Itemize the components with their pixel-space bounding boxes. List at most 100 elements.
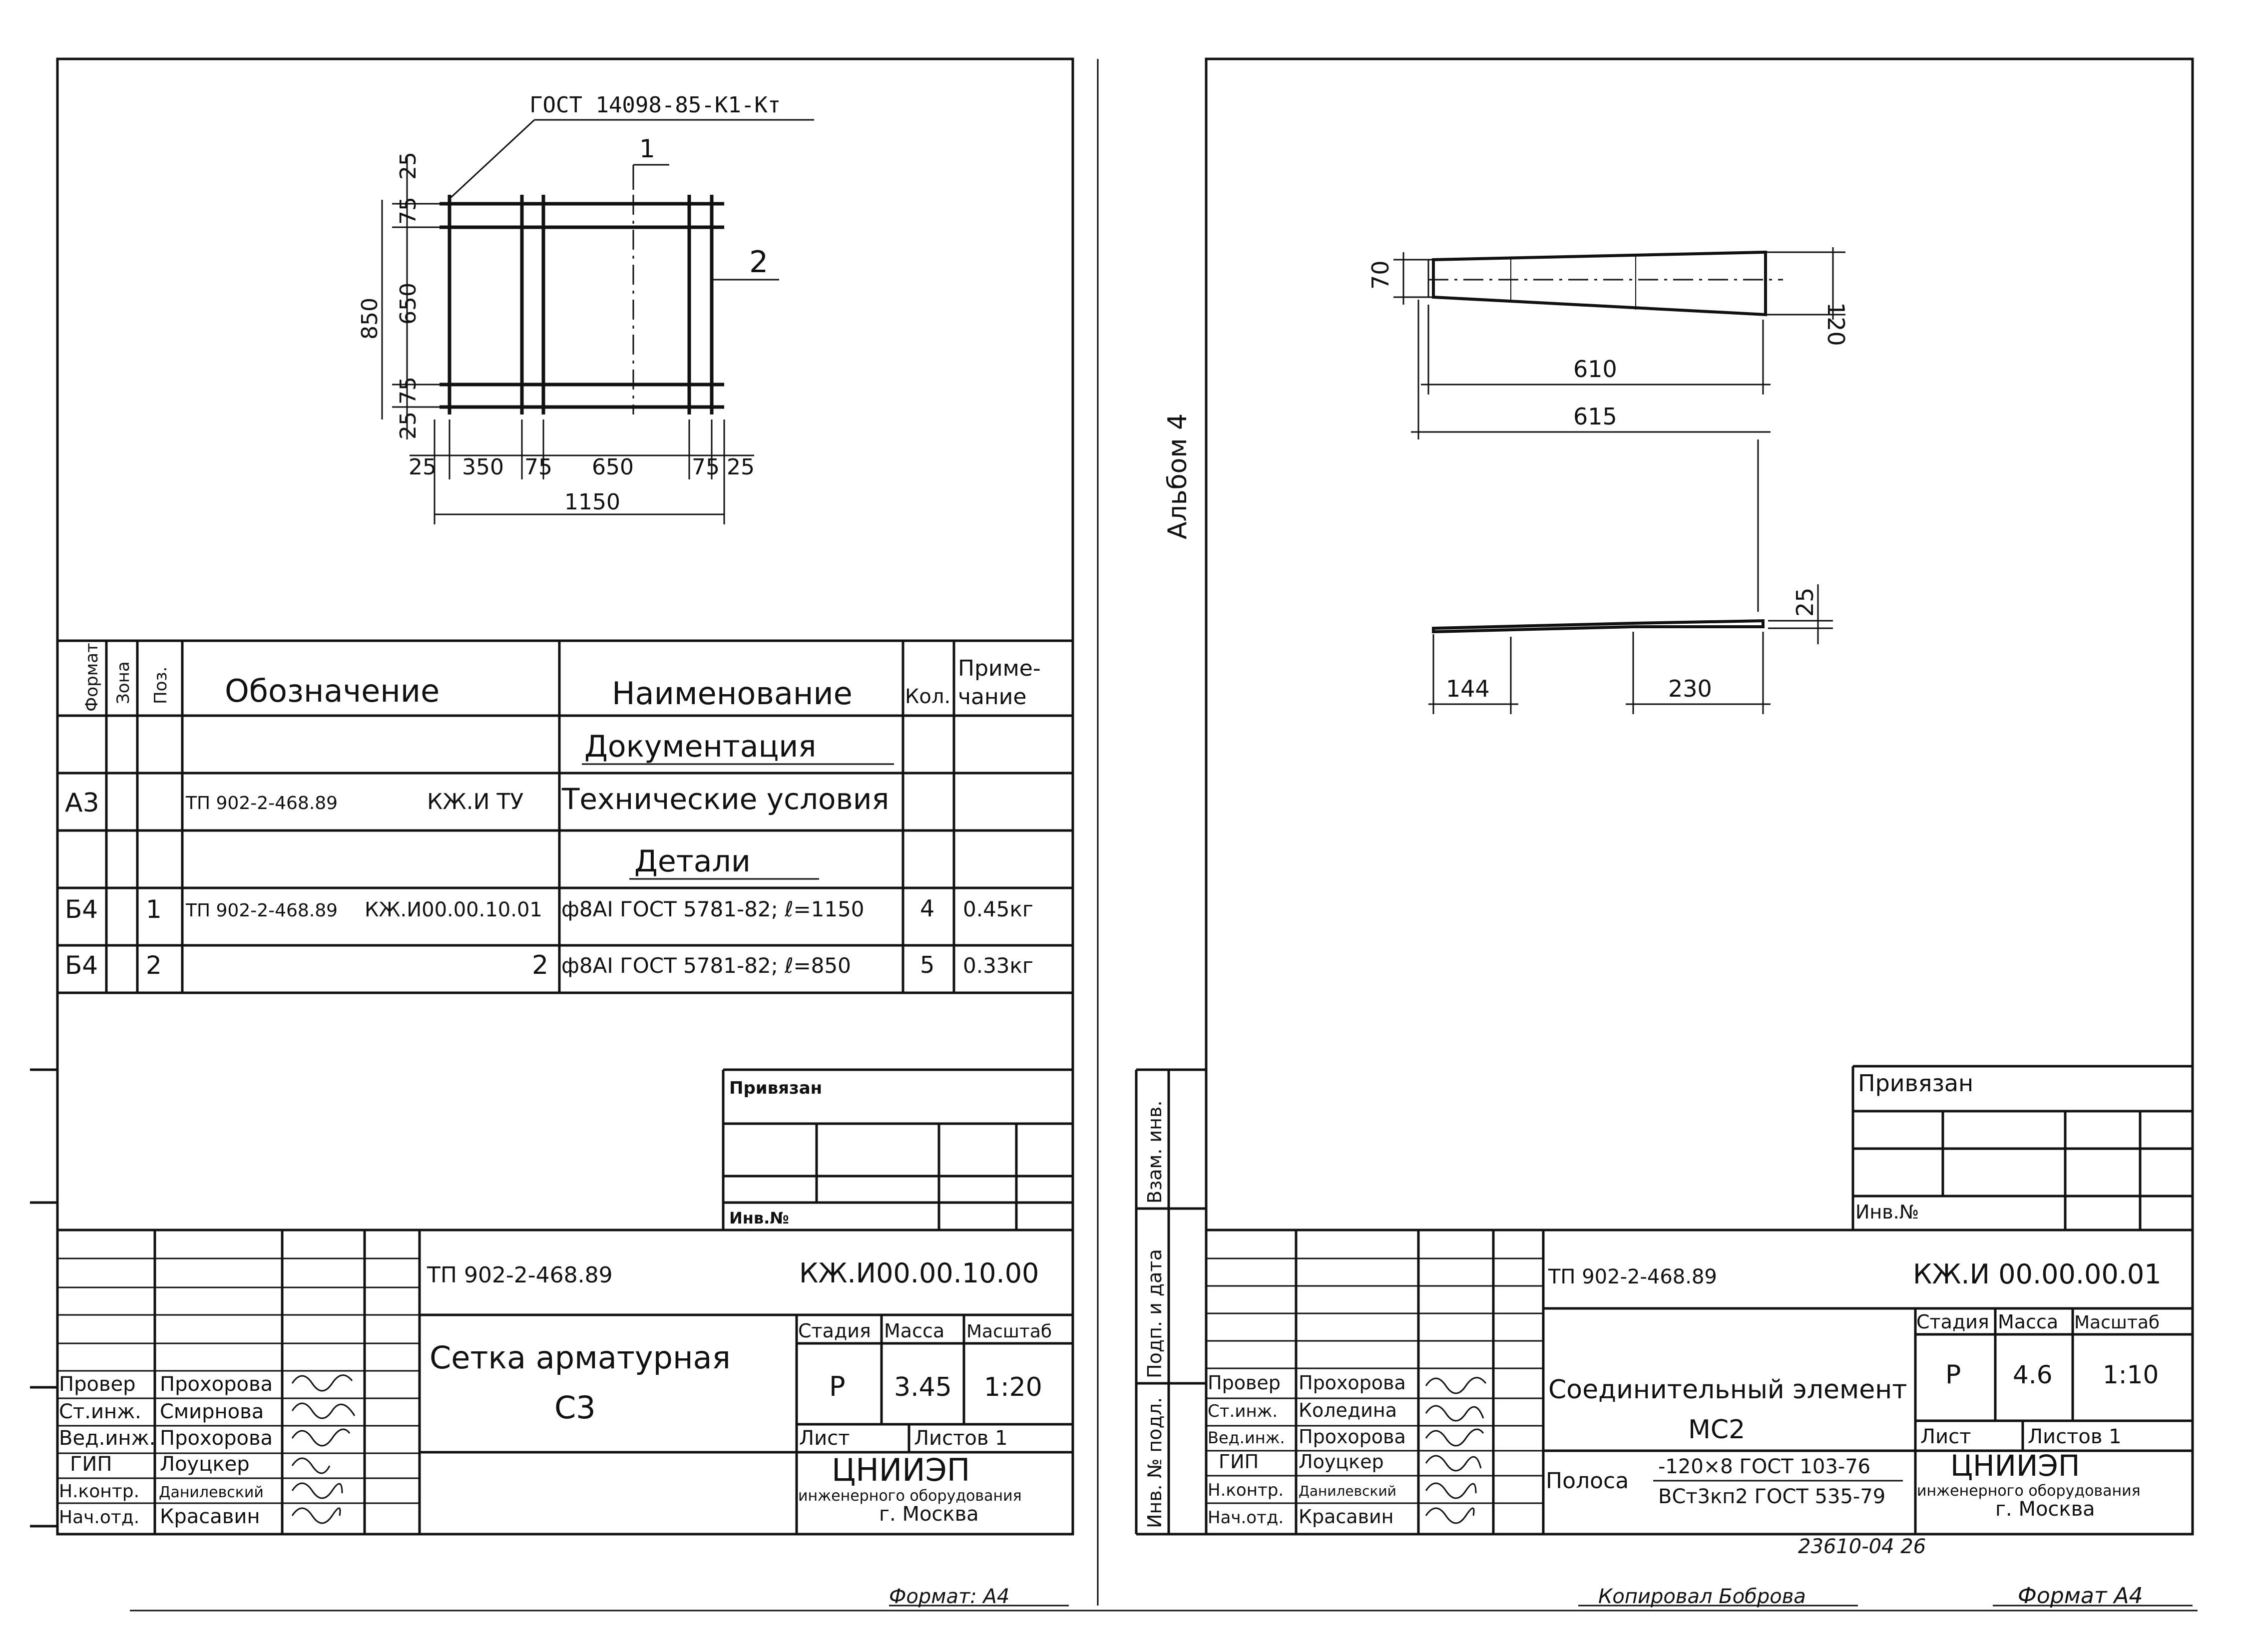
svg-text:МС2: МС2 bbox=[1688, 1415, 1745, 1445]
svg-text:3.45: 3.45 bbox=[894, 1372, 952, 1402]
svg-text:70: 70 bbox=[1367, 260, 1394, 290]
svg-text:ГИП: ГИП bbox=[70, 1453, 112, 1476]
svg-text:Поз.: Поз. bbox=[151, 667, 171, 704]
svg-text:25: 25 bbox=[727, 454, 755, 480]
svg-text:Прохорова: Прохорова bbox=[160, 1427, 273, 1450]
svg-text:Б4: Б4 bbox=[65, 951, 98, 980]
svg-text:КЖ.И00.00.10.00: КЖ.И00.00.10.00 bbox=[799, 1257, 1039, 1289]
svg-text:ТП 902-2-468.89: ТП 902-2-468.89 bbox=[427, 1262, 613, 1288]
svg-text:Данилевский: Данилевский bbox=[159, 1484, 264, 1501]
svg-text:Взам. инв.: Взам. инв. bbox=[1144, 1101, 1166, 1204]
svg-text:г. Москва: г. Москва bbox=[1995, 1498, 2095, 1521]
svg-text:Вед.инж.: Вед.инж. bbox=[1208, 1428, 1285, 1447]
svg-text:Прохорова: Прохорова bbox=[1299, 1426, 1406, 1448]
right-signatures bbox=[1425, 1377, 1487, 1524]
right-privyazan-grid bbox=[1851, 1065, 2193, 1230]
svg-text:650: 650 bbox=[396, 283, 421, 325]
svg-text:1150: 1150 bbox=[564, 489, 620, 515]
svg-text:ТП 902-2-468.89: ТП 902-2-468.89 bbox=[1548, 1265, 1717, 1288]
right-title-block: ТП 902-2-468.89 КЖ.И 00.00.00.01 Соедини… bbox=[1546, 1258, 2162, 1521]
svg-text:Соединительный элемент: Соединительный элемент bbox=[1548, 1375, 1907, 1405]
left-title-block-grid bbox=[57, 1229, 1073, 1534]
svg-text:ф8АI ГОСТ 5781-82; ℓ=850: ф8АI ГОСТ 5781-82; ℓ=850 bbox=[561, 953, 851, 978]
svg-text:Лист: Лист bbox=[799, 1427, 850, 1450]
svg-text:Ст.инж.: Ст.инж. bbox=[1208, 1401, 1278, 1421]
svg-text:1:20: 1:20 bbox=[984, 1372, 1042, 1402]
svg-text:Нач.отд.: Нач.отд. bbox=[59, 1507, 139, 1528]
svg-text:Лоуцкер: Лоуцкер bbox=[160, 1453, 250, 1476]
svg-text:Формат: Формат bbox=[82, 643, 102, 712]
svg-text:25: 25 bbox=[396, 152, 421, 180]
svg-text:75: 75 bbox=[524, 454, 552, 480]
svg-text:ф8АI ГОСТ 5781-82; ℓ=1150: ф8АI ГОСТ 5781-82; ℓ=1150 bbox=[561, 897, 865, 921]
album-label: Альбом 4 bbox=[1163, 413, 1193, 539]
gost-label: ГОСТ 14098-85-К1-Кт bbox=[529, 92, 781, 118]
svg-text:650: 650 bbox=[592, 454, 634, 480]
svg-text:230: 230 bbox=[1668, 675, 1712, 702]
svg-text:1:10: 1:10 bbox=[2103, 1360, 2159, 1389]
svg-text:Листов 1: Листов 1 bbox=[2028, 1425, 2122, 1448]
svg-text:Красавин: Красавин bbox=[160, 1505, 260, 1528]
svg-text:Провер: Провер bbox=[1208, 1372, 1281, 1394]
svg-text:КЖ.И ТУ: КЖ.И ТУ bbox=[427, 789, 523, 815]
right-inv-no: Инв.№ bbox=[1855, 1201, 1919, 1223]
table-row: Б4 2 2 ф8АI ГОСТ 5781-82; ℓ=850 5 0.33кг bbox=[65, 950, 1033, 980]
svg-text:Зона: Зона bbox=[113, 661, 133, 704]
left-people: Провер Прохорова Ст.инж. Смирнова Вед.ин… bbox=[59, 1373, 273, 1528]
svg-text:Обозначение: Обозначение bbox=[225, 673, 440, 709]
left-privyazan-grid bbox=[722, 1068, 1073, 1230]
svg-text:Лоуцкер: Лоуцкер bbox=[1299, 1451, 1384, 1473]
svg-text:Провер: Провер bbox=[59, 1373, 136, 1396]
svg-text:25: 25 bbox=[1792, 587, 1818, 617]
svg-text:Р: Р bbox=[1945, 1360, 1961, 1390]
svg-text:КЖ.И 00.00.00.01: КЖ.И 00.00.00.01 bbox=[1913, 1258, 2162, 1290]
svg-text:-120×8 ГОСТ 103-76: -120×8 ГОСТ 103-76 bbox=[1658, 1455, 1870, 1478]
svg-text:ТП 902-2-468.89: ТП 902-2-468.89 bbox=[185, 793, 338, 814]
svg-text:850: 850 bbox=[357, 298, 383, 340]
mesh-drawing bbox=[440, 195, 724, 414]
left-vertical-dims: 25 75 650 75 25 850 bbox=[357, 152, 421, 439]
right-people: Провер Прохорова Ст.инж. Коледина Вед.ин… bbox=[1208, 1372, 1406, 1528]
svg-text:75: 75 bbox=[396, 377, 421, 405]
svg-text:Н.контр.: Н.контр. bbox=[59, 1481, 139, 1502]
svg-text:0.33кг: 0.33кг bbox=[963, 953, 1033, 978]
svg-text:инженерного оборудования: инженерного оборудования bbox=[1917, 1482, 2141, 1500]
svg-text:С3: С3 bbox=[554, 1389, 596, 1426]
svg-text:615: 615 bbox=[1573, 403, 1617, 430]
svg-text:Коледина: Коледина bbox=[1299, 1399, 1397, 1421]
svg-text:ВСт3кп2 ГОСТ 535-79: ВСт3кп2 ГОСТ 535-79 bbox=[1658, 1485, 1885, 1508]
svg-text:Лист: Лист bbox=[1920, 1425, 1971, 1448]
svg-text:Р: Р bbox=[829, 1371, 846, 1402]
left-format: Формат: А4 bbox=[889, 1585, 1009, 1608]
section-documentation: Документация bbox=[584, 729, 816, 764]
copied-by: Копировал Боброва bbox=[1598, 1585, 1806, 1608]
pos1-label: 1 bbox=[639, 134, 655, 163]
right-sheet-frame bbox=[1205, 57, 2194, 1536]
svg-text:25: 25 bbox=[396, 412, 421, 439]
svg-text:Сетка арматурная: Сетка арматурная bbox=[430, 1339, 731, 1376]
pos2-label: 2 bbox=[749, 245, 768, 280]
left-sheet-frame bbox=[56, 57, 1074, 1536]
svg-text:Нач.отд.: Нач.отд. bbox=[1208, 1508, 1284, 1528]
left-signatures bbox=[291, 1374, 356, 1524]
svg-text:2: 2 bbox=[532, 950, 548, 980]
svg-text:Смирнова: Смирнова bbox=[160, 1400, 264, 1423]
svg-text:Приме-: Приме- bbox=[958, 656, 1041, 681]
svg-text:Кол.: Кол. bbox=[905, 685, 950, 708]
svg-text:4.6: 4.6 bbox=[2013, 1360, 2053, 1389]
svg-text:Н.контр.: Н.контр. bbox=[1208, 1480, 1284, 1500]
svg-text:Масса: Масса bbox=[884, 1320, 944, 1342]
svg-text:Прохорова: Прохорова bbox=[1299, 1372, 1406, 1394]
svg-text:г. Москва: г. Москва bbox=[879, 1503, 979, 1526]
svg-text:75: 75 bbox=[396, 197, 421, 225]
svg-text:КЖ.И00.00.10.01: КЖ.И00.00.10.01 bbox=[365, 898, 542, 921]
svg-text:инженерного оборудования: инженерного оборудования bbox=[798, 1487, 1022, 1505]
svg-text:Данилевский: Данилевский bbox=[1299, 1483, 1396, 1499]
element-drawing bbox=[1393, 247, 1845, 714]
svg-text:Технические условия: Технические условия bbox=[561, 782, 889, 816]
section-details: Детали bbox=[634, 844, 751, 879]
svg-text:Б4: Б4 bbox=[65, 895, 98, 924]
svg-text:Масса: Масса bbox=[1998, 1311, 2058, 1333]
svg-text:1: 1 bbox=[146, 895, 162, 924]
